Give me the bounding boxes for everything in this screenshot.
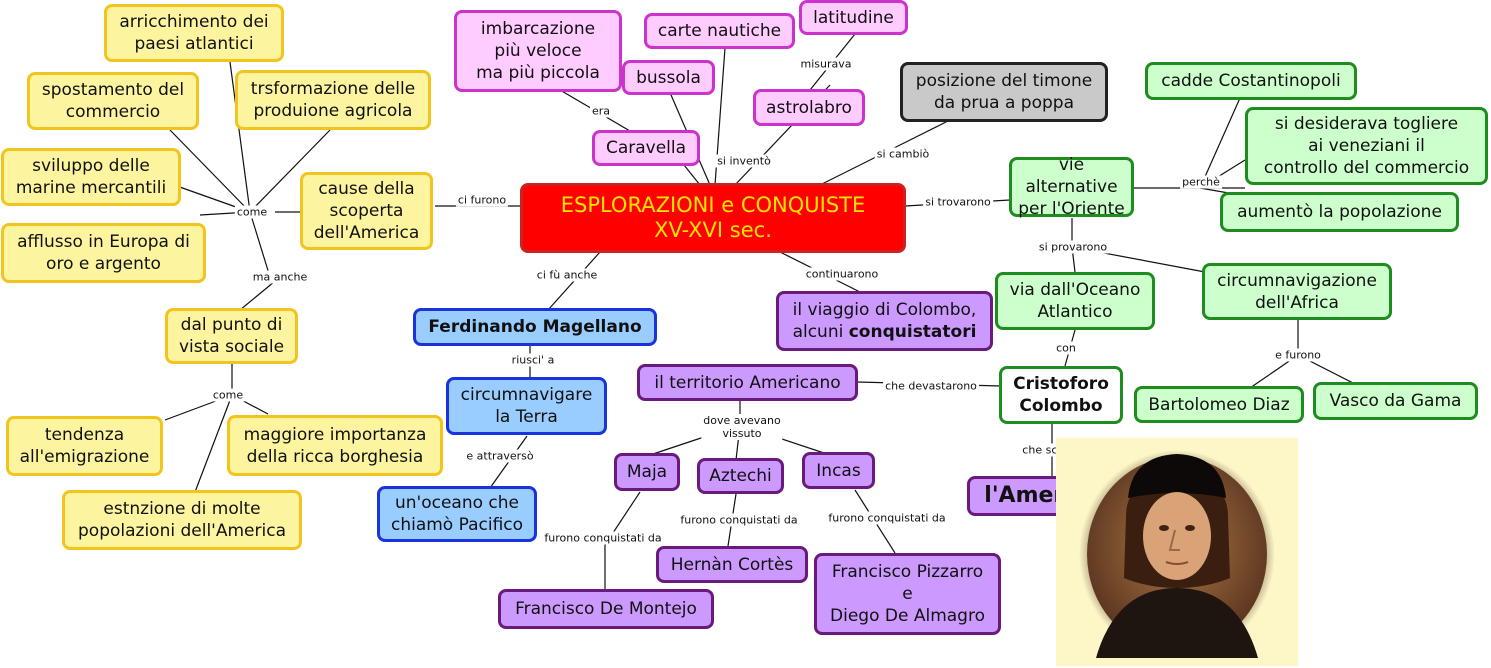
node-latitudine[interactable]: latitudine [799,0,908,35]
label-come-2: come [211,389,245,402]
conquistatori-bold: conquistatori [849,322,977,342]
label-riusci-a: riusci' a [510,354,557,367]
node-vie-alternative[interactable]: vie alternative per l'Oriente [1009,157,1134,217]
node-borghesia[interactable]: maggiore importanza della ricca borghesi… [227,415,443,476]
node-cristoforo-colombo[interactable]: Cristoforo Colombo [999,366,1123,424]
node-arricchimento[interactable]: arricchimento dei paesi atlantici [104,4,284,62]
label-ci-fu-anche: ci fù anche [535,269,599,282]
label-e-furono: e furono [1273,349,1323,362]
node-sviluppo[interactable]: sviluppo delle marine mercantili [1,148,181,206]
node-magellano[interactable]: Ferdinando Magellano [413,308,657,346]
node-incas[interactable]: Incas [802,452,875,489]
node-vasco-da-gama[interactable]: Vasco da Gama [1313,382,1478,420]
label-conquistati-maja: furono conquistati da [542,532,663,545]
node-montejo[interactable]: Francisco De Montejo [498,589,714,629]
label-si-invento: si inventò [715,155,773,168]
label-conquistati-incas: furono conquistati da [826,512,947,525]
node-aztechi[interactable]: Aztechi [697,458,784,494]
node-maja[interactable]: Maja [614,453,680,491]
node-imbarcazione[interactable]: imbarcazione più veloce ma più piccola [454,10,622,92]
node-afflusso[interactable]: afflusso in Europa di oro e argento [1,223,206,283]
node-bartolomeo-diaz[interactable]: Bartolomeo Diaz [1134,386,1304,423]
node-spostamento[interactable]: spostamento del commercio [27,72,199,130]
label-era: era [590,105,612,118]
label-e-attraverso: e attraversò [464,450,535,463]
label-dove-avevano-vissuto: dove avevano vissuto [701,414,782,440]
node-timone[interactable]: posizione del timone da prua a poppa [900,62,1108,122]
label-conquistati-aztechi: furono conquistati da [678,514,799,527]
node-popolazione[interactable]: aumentò la popolazione [1220,192,1459,232]
label-misurava: misurava [799,58,854,71]
node-bussola[interactable]: bussola [622,60,715,95]
node-cause[interactable]: cause della scoperta dell'America [300,172,433,250]
label-che-devastarono: che devastarono [883,380,979,393]
label-con: con [1054,342,1078,355]
node-punto-vista[interactable]: dal punto di vista sociale [165,308,298,364]
label-si-provarono: si provarono [1037,241,1109,254]
label-si-trovarono: si trovarono [923,196,993,209]
central-topic[interactable]: ESPLORAZIONI e CONQUISTE XV-XVI sec. [520,183,906,253]
node-pizzarro[interactable]: Francisco Pizzarro e Diego De Almagro [814,553,1001,635]
node-viaggio-colombo[interactable]: il viaggio di Colombo, alcuni conquistat… [776,291,993,351]
node-astrolabro[interactable]: astrolabro [753,89,865,126]
node-costantinopoli[interactable]: cadde Costantinopoli [1145,62,1357,100]
node-territorio-americano[interactable]: il territorio Americano [637,364,858,401]
node-pacifico[interactable]: un'oceano che chiamò Pacifico [377,486,537,542]
node-circumnavigazione-africa[interactable]: circumnavigazione dell'Africa [1202,263,1392,320]
label-si-cambio: si cambiò [875,148,932,161]
node-tendenza[interactable]: tendenza all'emigrazione [6,416,163,476]
node-circumnavigare-terra[interactable]: circumnavigare la Terra [446,377,607,435]
viaggio-text: il viaggio di Colombo, alcuni conquistat… [793,299,977,343]
label-ma-anche: ma anche [251,271,309,284]
label-come-1: come [235,206,269,219]
columbus-portrait [1056,438,1298,666]
node-cortes[interactable]: Hernàn Cortès [656,546,808,583]
node-veneziani[interactable]: si desiderava togliere ai veneziani il c… [1245,107,1488,185]
node-oceano-atlantico[interactable]: via dall'Oceano Atlantico [995,272,1155,330]
node-caravella[interactable]: Caravella [592,130,700,166]
label-ci-furono: ci furono [456,194,508,207]
node-trasformazione[interactable]: trsformazione delle produione agricola [235,70,431,130]
node-carte-nautiche[interactable]: carte nautiche [644,13,795,49]
label-continuarono: continuarono [804,268,881,281]
node-estinzione[interactable]: estnzione di molte popolazioni dell'Amer… [62,490,302,550]
label-perche: perchè [1180,176,1222,189]
